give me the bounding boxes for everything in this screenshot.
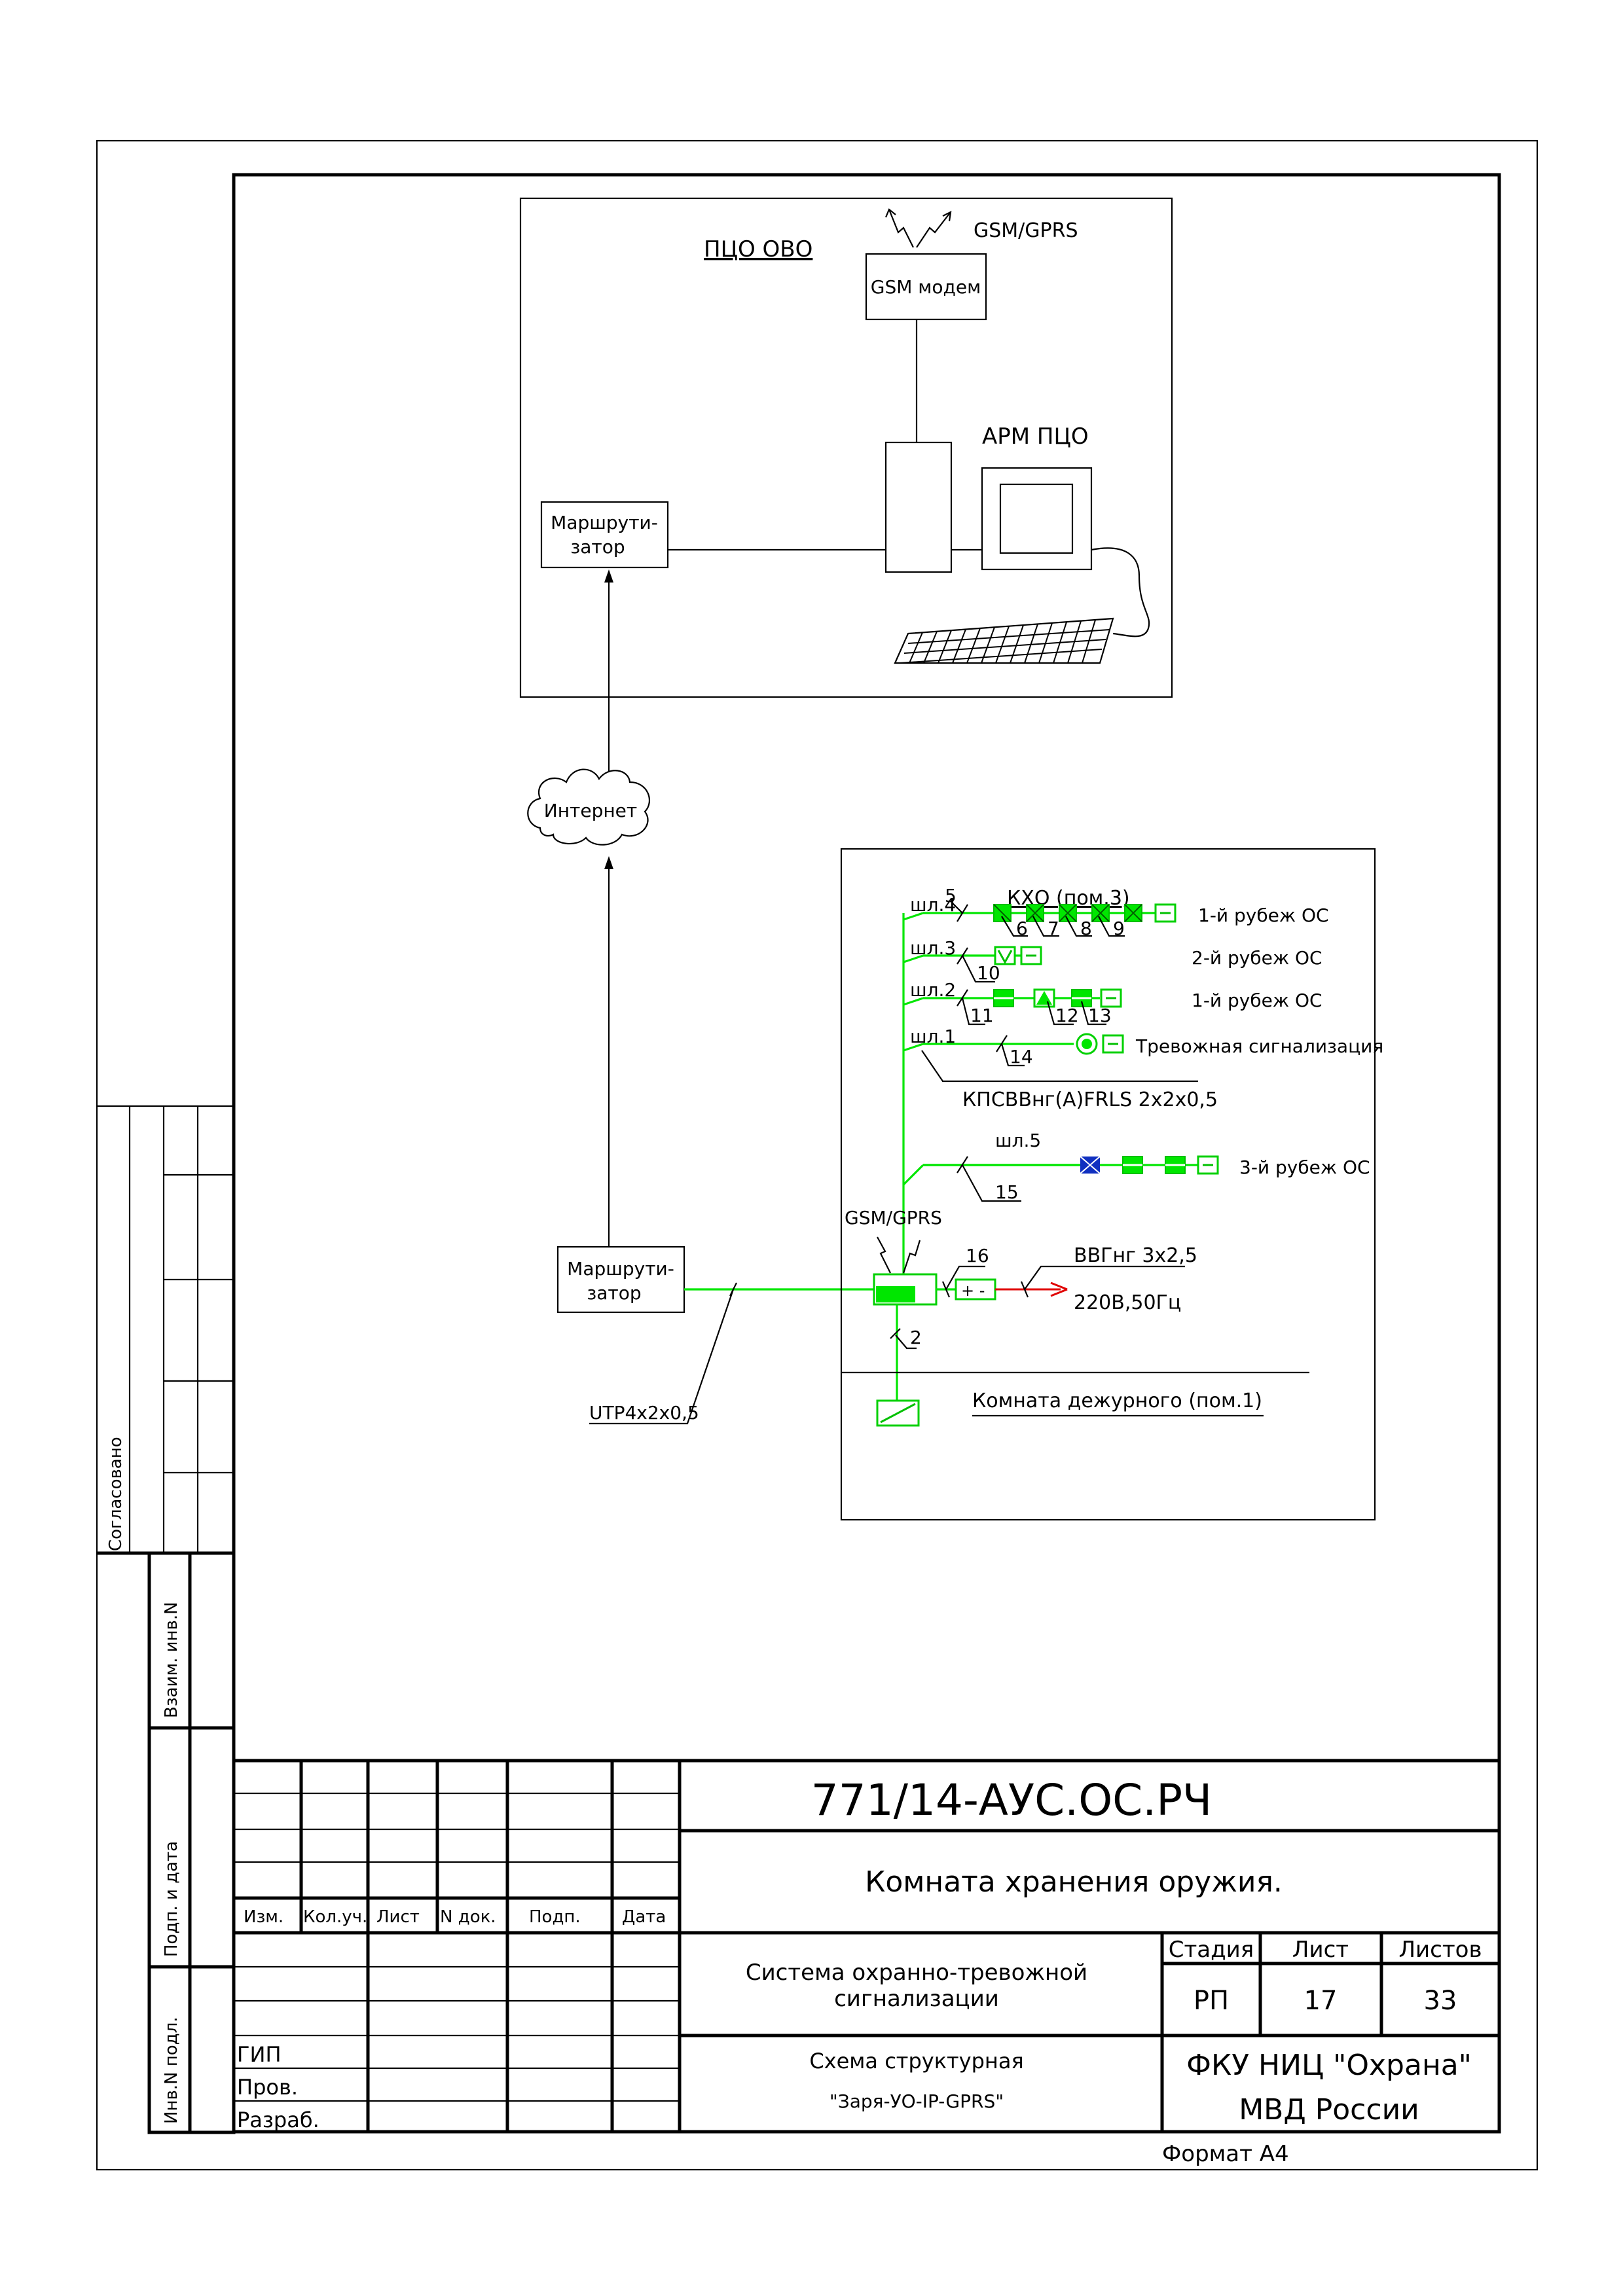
gsm-modem-label: GSM модем — [871, 276, 981, 298]
position-6: 6 — [1016, 918, 1028, 939]
position-16: 16 — [966, 1245, 989, 1266]
position-7: 7 — [1048, 918, 1059, 939]
format-label: Формат А4 — [1162, 2141, 1289, 2167]
position-13: 13 — [1088, 1005, 1112, 1026]
col-data: Дата — [622, 1907, 666, 1927]
object-name: Комната хранения оружия. — [865, 1865, 1283, 1899]
mains-plug-icon — [1050, 1282, 1068, 1297]
power-supply-sign: + - — [961, 1282, 985, 1300]
inv-podl-label: Инв.N подл. — [162, 2017, 181, 2124]
col-koluch: Кол.уч. — [303, 1907, 367, 1927]
drawing-name-2: "Заря-УО-IP-GPRS" — [830, 2090, 1004, 2112]
end-of-line-resistor — [1197, 1155, 1219, 1175]
glass-break-sensor — [993, 904, 1012, 922]
glass-break-sensor — [1091, 904, 1110, 922]
position-11: 11 — [970, 1005, 994, 1026]
stage-label: Стадия — [1169, 1937, 1254, 1963]
position-9: 9 — [1113, 918, 1125, 939]
pco-title: ПЦО ОВО — [704, 236, 812, 262]
vzaim-inv-label: Взаим. инв.N — [162, 1602, 181, 1718]
col-podp: Подп. — [529, 1907, 581, 1927]
gsm-modem-box — [865, 253, 987, 321]
pco-frame — [519, 197, 1173, 698]
keyboard-icon — [894, 617, 1114, 664]
glass-break-sensor — [1059, 904, 1077, 922]
power-cable-label: ВВГнг 3х2,5 — [1074, 1244, 1197, 1267]
inner-frame — [232, 173, 1501, 2134]
position-12: 12 — [1055, 1005, 1079, 1026]
internet-link: Интернет — [527, 569, 651, 1247]
org-2: МВД России — [1239, 2093, 1419, 2126]
signal-cable-label: КПСВВнг(А)FRLS 2х2х0,5 — [962, 1088, 1218, 1111]
object-router-label-1: Маршрути- — [567, 1258, 674, 1280]
drawing-name-1: Схема структурная — [809, 2049, 1023, 2073]
motion-sensor — [1033, 988, 1055, 1008]
internet-cloud — [527, 768, 651, 846]
arm-label: АРМ ПЦО — [982, 423, 1089, 450]
zone-label: 3-й рубеж ОС — [1239, 1157, 1370, 1178]
outer-frame — [96, 139, 1539, 2171]
object-router-box — [556, 1246, 685, 1314]
loop-label: шл.5 — [995, 1130, 1041, 1151]
glass-break-sensor — [1124, 904, 1142, 922]
position-2: 2 — [910, 1327, 922, 1348]
podp-data-label: Подп. и дата — [162, 1841, 181, 1957]
power-supply — [955, 1278, 996, 1300]
glass-break-sensor — [1080, 1156, 1101, 1174]
side-stamp: Согласовано Взаим. инв.N Подп. и дата Ин… — [97, 1105, 236, 2134]
duty-room-label: Комната дежурного (пом.1) — [972, 1390, 1262, 1412]
panel-gsm-gprs: GSM/GPRS — [845, 1207, 942, 1229]
loop-label: шл.1 — [910, 1026, 956, 1047]
zone-label: 1-й рубеж ОС — [1198, 905, 1329, 926]
system-name-1: Система охранно-тревожной — [746, 1960, 1087, 1986]
position-5: 5 — [945, 885, 957, 906]
zone-label: 2-й рубеж ОС — [1192, 947, 1322, 969]
role-prov: Пров. — [237, 2075, 298, 2100]
monitor-icon — [981, 467, 1093, 571]
sheet-value: 17 — [1304, 1986, 1338, 2016]
loop-label: шл.4 — [910, 894, 956, 916]
utp-cable-label: UTP4x2x0,5 — [589, 1402, 699, 1424]
pco-router-label-2: затор — [570, 536, 625, 558]
internet-label: Интернет — [544, 800, 637, 821]
title-block: Изм. Кол.уч. Лист N док. Подп. Дата ГИП … — [234, 1759, 1499, 2167]
system-unit — [884, 441, 953, 573]
room-frame — [840, 848, 1376, 1521]
col-izm: Изм. — [244, 1907, 283, 1927]
system-name-2: сигнализации — [834, 1986, 999, 2012]
org-1: ФКУ НИЦ "Охрана" — [1186, 2049, 1472, 2082]
antenna-icon — [884, 208, 952, 248]
loop-label: шл.3 — [910, 937, 956, 959]
keyboard-cable — [1091, 547, 1150, 637]
role-razrab: Разраб. — [237, 2108, 319, 2132]
position-15: 15 — [995, 1181, 1019, 1203]
vibration-sensor — [994, 946, 1016, 965]
sheet-label: Лист — [1292, 1937, 1349, 1963]
agreed-label: Согласовано — [106, 1437, 126, 1551]
loop-label: шл.2 — [910, 979, 956, 1001]
pco-router-label-1: Маршрути- — [551, 512, 658, 533]
mains-label: 220В,50Гц — [1074, 1291, 1181, 1314]
col-list: Лист — [376, 1907, 420, 1927]
stage-value: РП — [1194, 1986, 1229, 2016]
pco-gsm-gprs: GSM/GPRS — [974, 219, 1078, 242]
position-14: 14 — [1010, 1046, 1033, 1067]
object-router-label-2: затор — [587, 1282, 641, 1304]
col-ndok: N док. — [440, 1907, 496, 1927]
zone-label: Тревожная сигнализация — [1135, 1035, 1383, 1057]
room-block: КХО (пом.3) шл.4 шл.3 шл.2 шл.1 шл.5 1-й… — [840, 848, 1383, 1521]
pco-router-box — [540, 501, 669, 569]
zone-label: 1-й рубеж ОС — [1192, 990, 1322, 1011]
sheets-value: 33 — [1424, 1986, 1457, 2016]
pco-block: ПЦО ОВО GSM/GPRS GSM модем АРМ ПЦО Маршр… — [519, 197, 1173, 698]
panic-button — [1076, 1033, 1098, 1055]
position-8: 8 — [1080, 918, 1092, 939]
doc-code: 771/14-АУС.ОС.РЧ — [811, 1775, 1213, 1825]
end-of-line-resistor — [1020, 946, 1042, 965]
sheets-label: Листов — [1398, 1937, 1482, 1963]
role-gip: ГИП — [237, 2042, 282, 2067]
position-10: 10 — [977, 962, 1000, 984]
panel-antenna-icon — [877, 1236, 921, 1274]
